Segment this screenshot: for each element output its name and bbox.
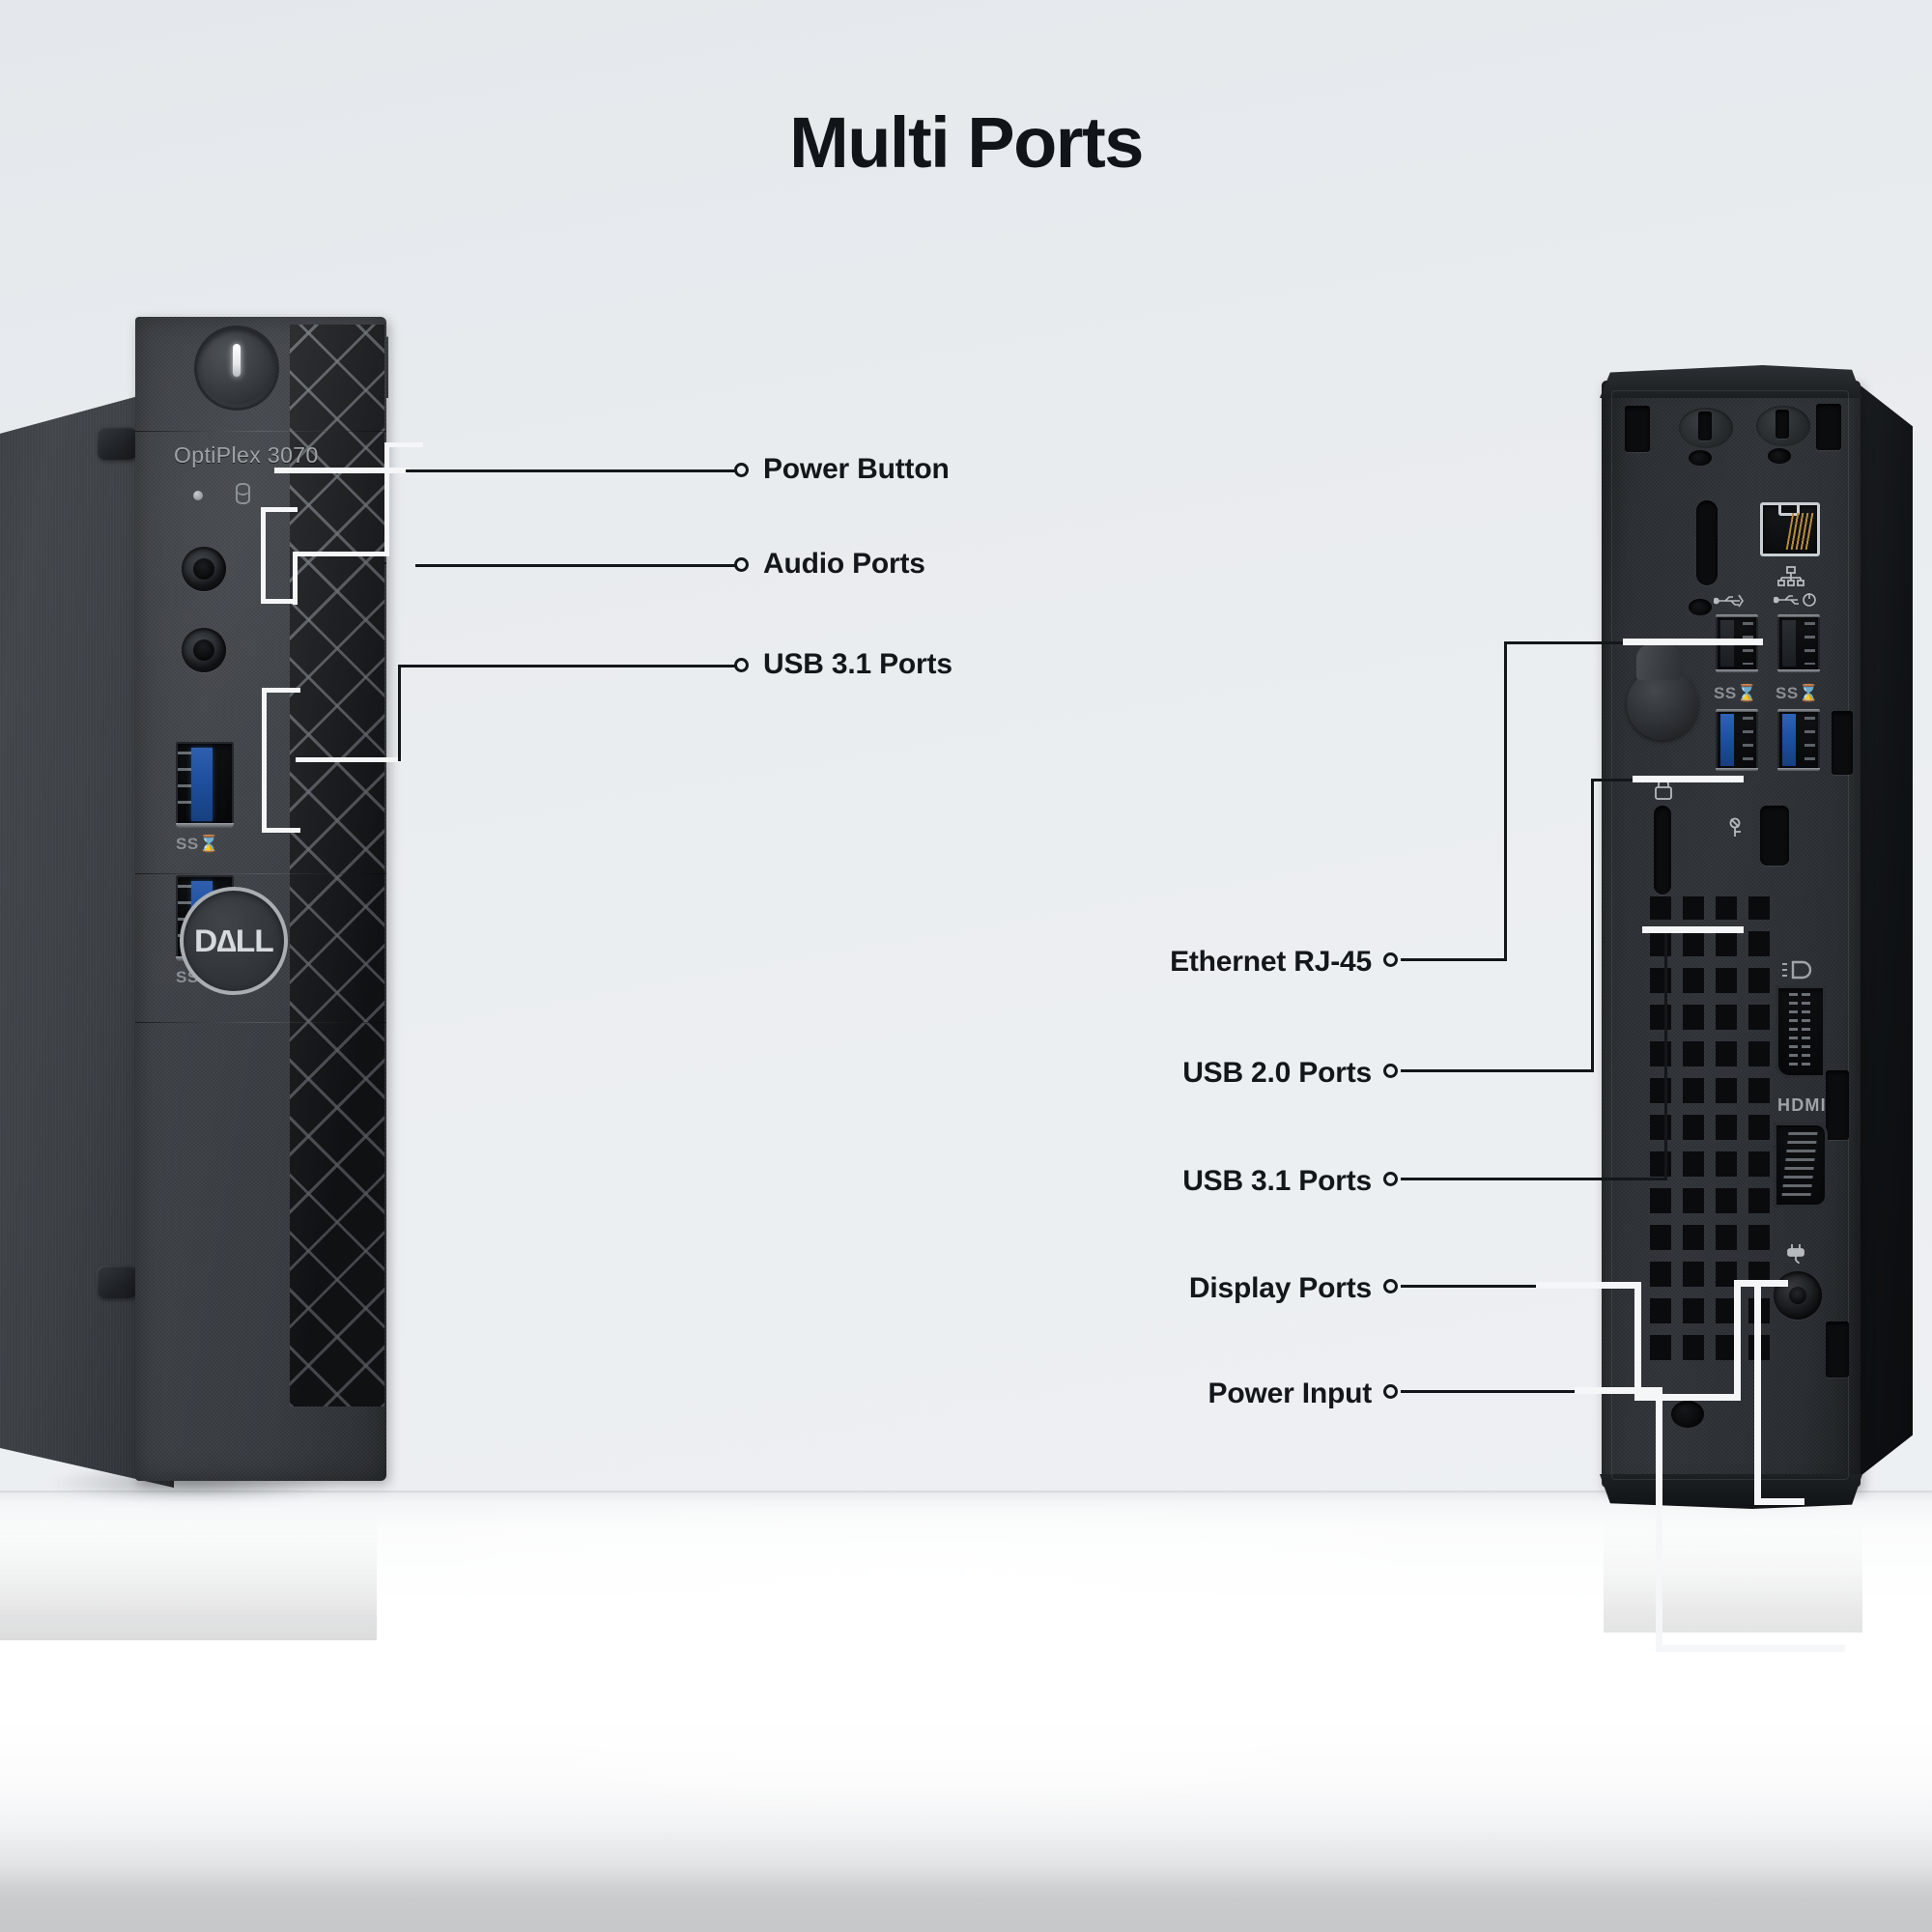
- leader-usb20-h1: [1401, 1069, 1594, 1072]
- right-computer-side-panel: [1857, 383, 1913, 1479]
- floor-sheen: [0, 1507, 1932, 1826]
- usb-20-port-right[interactable]: [1777, 614, 1820, 672]
- callout-dot-usb31-front: [734, 658, 749, 672]
- right-computer-reflection: [1604, 1488, 1862, 1633]
- callout-label-usb31-front: USB 3.1 Ports: [763, 648, 952, 680]
- left-computer-front-view: OptiPlex 3070 SS⌛ SS⌛ D∆LL: [0, 317, 502, 1768]
- callout-dot-power-input: [1383, 1384, 1398, 1399]
- superspeed-marking-rear-left: SS⌛: [1714, 684, 1758, 702]
- usb-icon-left: [1713, 593, 1747, 613]
- horizon-line: [0, 1491, 1932, 1493]
- usb-31-port-rear-right[interactable]: [1777, 709, 1820, 771]
- leader-dp-h1: [1401, 1285, 1542, 1288]
- callout-label-usb20: USB 2.0 Ports: [1182, 1057, 1372, 1089]
- callout-label-usb31-rear: USB 3.1 Ports: [1182, 1165, 1372, 1197]
- antenna-hole-2: [1776, 410, 1789, 439]
- screw-hole-top-left: [1689, 450, 1712, 466]
- hard-drive-icon: [236, 483, 250, 504]
- model-name-label: OptiPlex 3070: [174, 442, 319, 468]
- rear-panel-inner-edge: [1611, 390, 1849, 1480]
- kensington-lock-slot: [1760, 806, 1789, 866]
- left-computer-reflection: [0, 1476, 377, 1640]
- bezel-seam: [135, 431, 386, 432]
- activity-led-icon: [193, 491, 203, 500]
- displayport-port[interactable]: [1776, 985, 1826, 1078]
- callout-label-power-button: Power Button: [763, 453, 950, 485]
- kensington-lock-icon: [1725, 817, 1745, 843]
- right-computer-rear-view: SS⌛ SS⌛: [1594, 365, 1932, 1785]
- callout-dot-audio-ports: [734, 557, 749, 572]
- dell-wordmark: D∆LL: [194, 923, 274, 958]
- leader-ethernet-v: [1504, 641, 1507, 961]
- ethernet-rj45-port[interactable]: [1760, 502, 1820, 556]
- callout-label-power-input: Power Input: [1208, 1378, 1373, 1409]
- callout-dot-display-ports: [1383, 1279, 1398, 1293]
- displayport-label: [1779, 960, 1816, 984]
- callout-label-audio-ports: Audio Ports: [763, 548, 925, 580]
- usb-20-port-left[interactable]: [1716, 614, 1758, 672]
- leader-ethernet-h1: [1401, 958, 1507, 961]
- padlock-loop-slot: [1654, 806, 1671, 895]
- right-computer-bottom-cap: [1600, 1474, 1862, 1509]
- rubber-foot-bottom-icon: [97, 1265, 141, 1298]
- screw-hole-top-right: [1768, 448, 1791, 464]
- network-icon: [1777, 566, 1804, 592]
- left-computer-front-bezel: OptiPlex 3070 SS⌛ SS⌛ D∆LL: [135, 317, 386, 1481]
- callout-dot-usb31-rear: [1383, 1172, 1398, 1186]
- hdmi-label: HDMI: [1777, 1095, 1827, 1115]
- vent-slot-left: [1625, 406, 1650, 452]
- audio-port-headphone[interactable]: [182, 547, 226, 591]
- power-led-icon: [233, 344, 241, 377]
- vent-slot-right: [1816, 404, 1841, 450]
- usb-powershare-icon: [1773, 591, 1816, 613]
- screw-hole-bottom: [1671, 1401, 1704, 1428]
- vent-slot-side-lower: [1826, 1070, 1849, 1140]
- leader-pwr-h1: [1401, 1390, 1584, 1393]
- antenna-hole-1: [1698, 412, 1712, 440]
- vent-slot-side-upper: [1832, 711, 1853, 775]
- power-input-jack[interactable]: [1774, 1271, 1822, 1320]
- callout-label-display-ports: Display Ports: [1188, 1272, 1372, 1304]
- left-computer-front-vent: [290, 325, 384, 1406]
- usb-31-port-front-upper[interactable]: [176, 742, 234, 827]
- power-plug-icon: [1785, 1242, 1808, 1268]
- antenna-connector-knob: [1627, 643, 1698, 740]
- padlock-icon: [1654, 779, 1673, 805]
- hdmi-port[interactable]: [1774, 1122, 1828, 1208]
- rubber-foot-top-icon: [97, 427, 141, 460]
- page-title: Multi Ports: [789, 102, 1144, 183]
- callout-dot-ethernet: [1383, 952, 1398, 967]
- dell-logo: D∆LL: [180, 887, 288, 995]
- bezel-seam-3: [135, 1022, 386, 1023]
- rear-vent-grid: [1650, 896, 1770, 1360]
- audio-port-microphone[interactable]: [182, 628, 226, 672]
- vent-slot-side-bottom: [1826, 1321, 1849, 1378]
- serial-port-knockout: [1696, 500, 1718, 585]
- superspeed-marking-upper: SS⌛: [176, 835, 220, 853]
- power-button[interactable]: [197, 328, 276, 408]
- leader-usb20-v: [1591, 779, 1594, 1072]
- usb-31-port-rear-left[interactable]: [1716, 709, 1758, 771]
- callout-label-ethernet: Ethernet RJ-45: [1170, 946, 1372, 978]
- screw-hole-mid: [1689, 599, 1712, 615]
- superspeed-marking-rear-right: SS⌛: [1776, 684, 1820, 702]
- callout-dot-usb20: [1383, 1064, 1398, 1078]
- callout-dot-power-button: [734, 463, 749, 477]
- bezel-seam-2: [135, 873, 386, 874]
